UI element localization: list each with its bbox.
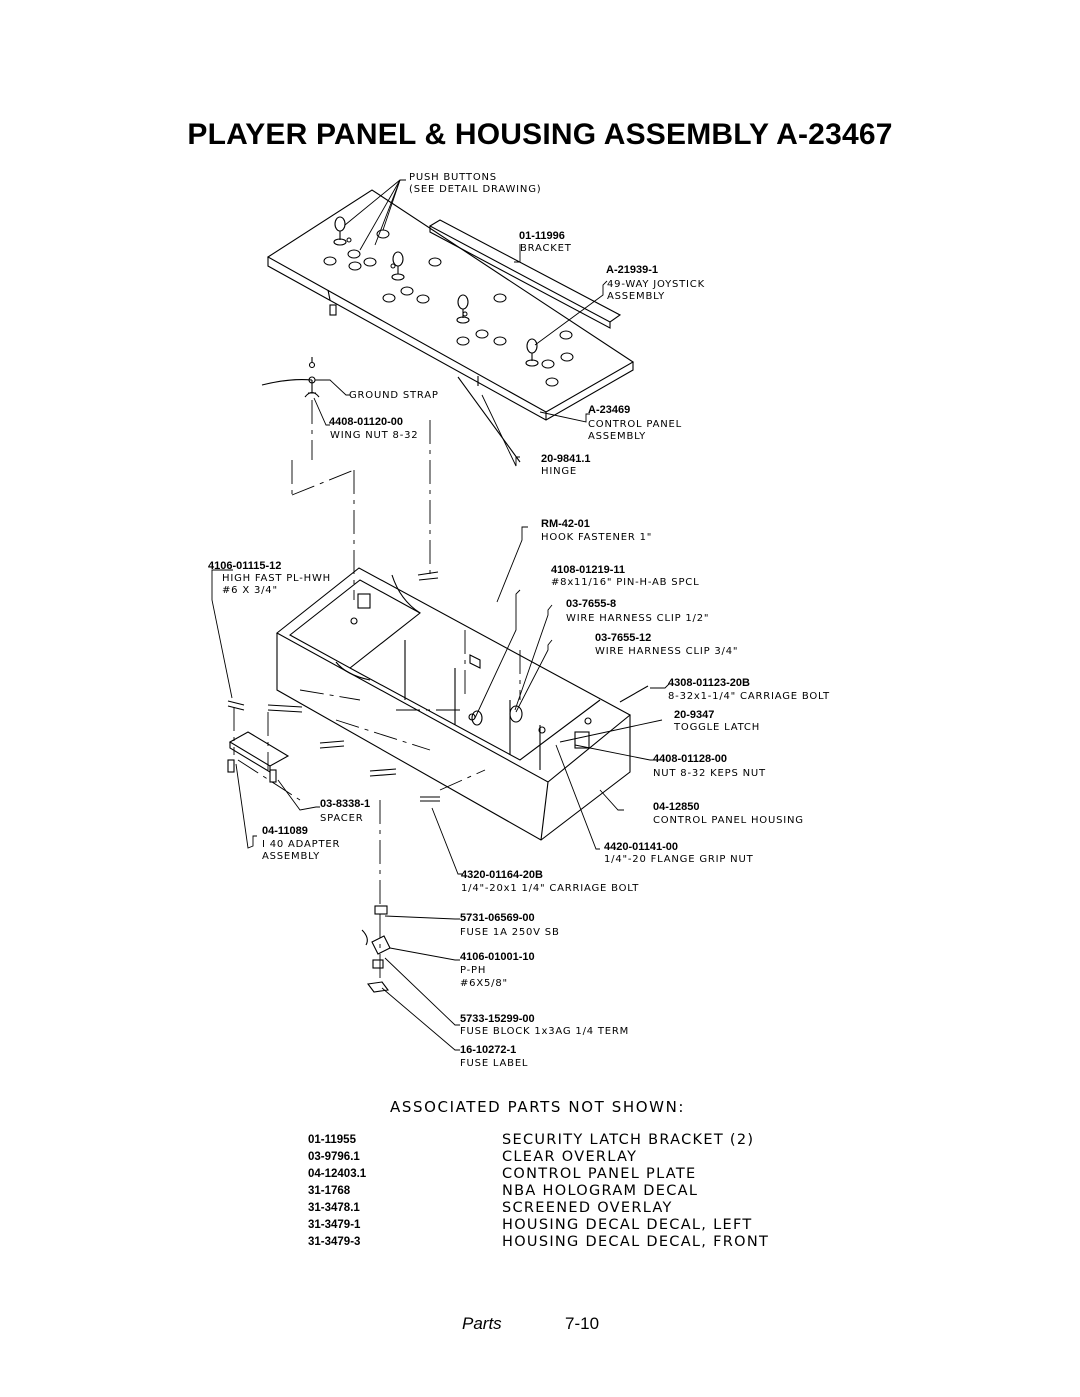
svg-text:20-9841.1: 20-9841.1 xyxy=(541,453,591,465)
part-number: 31-1768 xyxy=(308,1185,351,1197)
screws-and-bolts xyxy=(227,571,649,802)
associated-part-row: 31-3479-1 HOUSING DECAL DECAL, LEFT xyxy=(308,1217,828,1234)
svg-text:20-9347: 20-9347 xyxy=(674,709,714,721)
joysticks xyxy=(333,216,539,367)
callout-labels: PUSH BUTTONS (SEE DETAIL DRAWING) 01-119… xyxy=(208,172,830,1069)
svg-text:FUSE LABEL: FUSE LABEL xyxy=(460,1058,528,1069)
section-name: Parts xyxy=(462,1314,502,1333)
page-title: PLAYER PANEL & HOUSING ASSEMBLY A-23467 xyxy=(187,118,893,151)
svg-text:4408-01128-00: 4408-01128-00 xyxy=(653,753,727,765)
svg-text:CONTROL PANEL HOUSING: CONTROL PANEL HOUSING xyxy=(653,815,804,826)
svg-text:I 40 ADAPTER: I 40 ADAPTER xyxy=(262,839,340,850)
part-description: HOUSING DECAL DECAL, FRONT xyxy=(502,1234,770,1250)
push-buttons xyxy=(323,229,574,387)
adapter-assembly xyxy=(227,731,290,783)
svg-text:A-23469: A-23469 xyxy=(588,404,630,416)
bracket-part xyxy=(428,219,622,329)
part-number: 01-11955 xyxy=(308,1134,356,1146)
svg-text:GROUND STRAP: GROUND STRAP xyxy=(349,390,439,401)
part-description: SECURITY LATCH BRACKET (2) xyxy=(502,1132,755,1148)
part-number: 31-3479-3 xyxy=(308,1236,361,1248)
part-number: 03-9796.1 xyxy=(308,1151,360,1163)
svg-text:4308-01123-20B: 4308-01123-20B xyxy=(668,677,750,689)
svg-text:#8x11/16" PIN-H-AB SPCL: #8x11/16" PIN-H-AB SPCL xyxy=(551,577,699,588)
associated-part-row: 31-1768 NBA HOLOGRAM DECAL xyxy=(308,1183,828,1200)
svg-text:WIRE HARNESS CLIP 1/2": WIRE HARNESS CLIP 1/2" xyxy=(566,613,709,624)
svg-text:4408-01120-00: 4408-01120-00 xyxy=(329,416,403,428)
svg-text:03-7655-12: 03-7655-12 xyxy=(595,632,651,644)
svg-text:A-21939-1: A-21939-1 xyxy=(606,264,658,276)
part-description: CONTROL PANEL PLATE xyxy=(502,1166,697,1182)
part-description: CLEAR OVERLAY xyxy=(502,1149,638,1165)
part-description: NBA HOLOGRAM DECAL xyxy=(502,1183,699,1199)
svg-text:BRACKET: BRACKET xyxy=(520,243,572,254)
svg-text:HINGE: HINGE xyxy=(541,466,577,477)
svg-text:5733-15299-00: 5733-15299-00 xyxy=(460,1013,535,1025)
associated-part-row: 03-9796.1 CLEAR OVERLAY xyxy=(308,1149,828,1166)
part-number: 31-3478.1 xyxy=(308,1202,360,1214)
svg-text:ASSEMBLY: ASSEMBLY xyxy=(607,291,665,302)
page-number: 7-10 xyxy=(565,1314,600,1333)
svg-text:1/4"-20x1 1/4" CARRIAGE BOLT: 1/4"-20x1 1/4" CARRIAGE BOLT xyxy=(461,883,639,894)
part-number: 04-12403.1 xyxy=(308,1168,367,1180)
associated-part-row: 04-12403.1 CONTROL PANEL PLATE xyxy=(308,1166,828,1183)
svg-text:1/4"-20 FLANGE GRIP NUT: 1/4"-20 FLANGE GRIP NUT xyxy=(604,854,754,865)
svg-text:RM-42-01: RM-42-01 xyxy=(541,518,590,530)
svg-text:4320-01164-20B: 4320-01164-20B xyxy=(461,869,543,881)
associated-parts-list: 01-11955 SECURITY LATCH BRACKET (2) 03-9… xyxy=(308,1132,828,1251)
svg-text:4108-01219-11: 4108-01219-11 xyxy=(551,564,625,576)
assembly-center-lines xyxy=(233,400,521,984)
svg-text:HIGH FAST PL-HWH: HIGH FAST PL-HWH xyxy=(222,573,331,584)
svg-text:4106-01115-12: 4106-01115-12 xyxy=(208,560,281,572)
svg-text:TOGGLE LATCH: TOGGLE LATCH xyxy=(673,722,760,733)
associated-part-row: 01-11955 SECURITY LATCH BRACKET (2) xyxy=(308,1132,828,1149)
svg-text:8-32x1-1/4" CARRIAGE BOLT: 8-32x1-1/4" CARRIAGE BOLT xyxy=(668,691,830,702)
associated-parts-heading: ASSOCIATED PARTS NOT SHOWN: xyxy=(390,1098,686,1116)
svg-text:04-12850: 04-12850 xyxy=(653,801,700,813)
svg-text:FUSE 1A 250V SB: FUSE 1A 250V SB xyxy=(460,927,560,938)
svg-text:(SEE DETAIL DRAWING): (SEE DETAIL DRAWING) xyxy=(409,184,541,195)
svg-text:NUT 8-32 KEPS NUT: NUT 8-32 KEPS NUT xyxy=(653,768,766,779)
svg-text:WING NUT 8-32: WING NUT 8-32 xyxy=(330,430,418,441)
svg-text:5731-06569-00: 5731-06569-00 xyxy=(460,912,535,924)
svg-text:WIRE HARNESS CLIP 3/4": WIRE HARNESS CLIP 3/4" xyxy=(595,646,738,657)
svg-text:4106-01001-10: 4106-01001-10 xyxy=(460,951,535,963)
ground-strap-and-wing-nut xyxy=(261,304,337,398)
svg-text:01-11996: 01-11996 xyxy=(519,230,565,242)
latches-and-clips xyxy=(357,593,590,749)
svg-text:PUSH BUTTONS: PUSH BUTTONS xyxy=(409,172,497,183)
svg-text:49-WAY JOYSTICK: 49-WAY JOYSTICK xyxy=(607,279,705,290)
svg-text:FUSE BLOCK 1x3AG 1/4 TERM: FUSE BLOCK 1x3AG 1/4 TERM xyxy=(460,1026,629,1037)
control-panel-plate xyxy=(266,189,635,421)
svg-text:SPACER: SPACER xyxy=(320,813,363,824)
svg-text:03-8338-1: 03-8338-1 xyxy=(320,798,370,810)
svg-text:#6 X 3/4": #6 X 3/4" xyxy=(222,585,278,596)
part-description: SCREENED OVERLAY xyxy=(502,1200,673,1216)
svg-text:ASSEMBLY: ASSEMBLY xyxy=(588,431,646,442)
svg-text:16-10272-1: 16-10272-1 xyxy=(460,1044,516,1056)
svg-text:03-7655-8: 03-7655-8 xyxy=(566,598,616,610)
fuse-block-assembly xyxy=(361,905,391,993)
svg-text:ASSEMBLY: ASSEMBLY xyxy=(262,851,320,862)
svg-text:04-11089: 04-11089 xyxy=(262,825,308,837)
svg-text:CONTROL PANEL: CONTROL PANEL xyxy=(588,419,682,430)
svg-text:4420-01141-00: 4420-01141-00 xyxy=(604,841,678,853)
part-description: HOUSING DECAL DECAL, LEFT xyxy=(502,1217,753,1233)
part-number: 31-3479-1 xyxy=(308,1219,361,1231)
associated-part-row: 31-3478.1 SCREENED OVERLAY xyxy=(308,1200,828,1217)
svg-text:P-PH: P-PH xyxy=(460,965,486,976)
svg-text:HOOK FASTENER 1": HOOK FASTENER 1" xyxy=(541,532,652,543)
callout-leaders xyxy=(211,179,670,1051)
svg-text:#6X5/8": #6X5/8" xyxy=(460,978,508,989)
associated-part-row: 31-3479-3 HOUSING DECAL DECAL, FRONT xyxy=(308,1234,828,1251)
